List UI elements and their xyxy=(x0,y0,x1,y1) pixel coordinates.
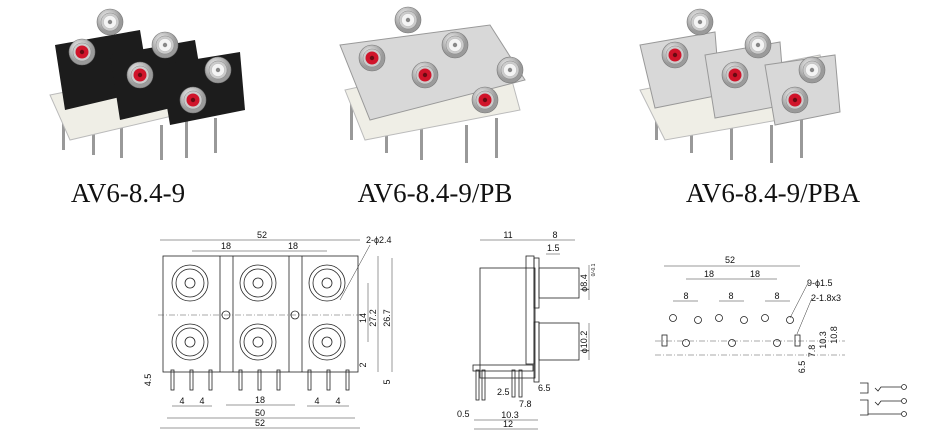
dim-front-width-top: 52 xyxy=(257,230,267,240)
jack-schematic-symbol xyxy=(860,382,907,417)
side-view-drawing: 11 8 1.5 ϕ8.4 0/-0.1 ϕ10.2 2.5 6.5 7.8 0… xyxy=(457,230,597,430)
dim-fp-pin-pitch: 8 xyxy=(774,291,779,301)
dim-fp-pin-pitch: 8 xyxy=(728,291,733,301)
dim-fp-pitch-1: 18 xyxy=(704,269,714,279)
dim-side-d6: 12 xyxy=(503,419,513,429)
dim-fp-hole-callout: 9-ϕ1.5 xyxy=(807,278,833,288)
dim-front-hole-callout: 2-ϕ2.4 xyxy=(366,235,392,245)
pins xyxy=(62,110,217,160)
dim-side-flange: 1.5 xyxy=(547,243,560,253)
dim-front-pin-pitch: 4 xyxy=(199,396,204,406)
dim-front-pitch-2: 18 xyxy=(288,241,298,251)
dim-side-dia-bottom: ϕ10.2 xyxy=(579,331,589,354)
dim-side-d2: 6.5 xyxy=(538,383,551,393)
dim-front-pin-span: 50 xyxy=(255,408,265,418)
dim-side-dia-top: ϕ8.4 xyxy=(579,274,589,292)
dim-fp-h1: 10.3 xyxy=(818,331,828,349)
dim-side-protrusion: 8 xyxy=(552,230,557,240)
dim-fp-pin-pitch: 8 xyxy=(683,291,688,301)
dim-front-row-pitch: 14 xyxy=(358,313,368,323)
dim-front-pin-pitch: 4 xyxy=(179,396,184,406)
footprint-drawing: 52 18 18 8 8 8 9-ϕ1.5 2-1.8x3 10.3 10.8 … xyxy=(655,255,845,373)
product-photo-pba xyxy=(639,8,841,163)
front-view-drawing: 52 18 18 2-ϕ2.4 14 27.2 26.7 2 5 4.5 4 4… xyxy=(143,230,393,429)
dim-front-width-bottom: 52 xyxy=(255,418,265,428)
dim-side-d4: 0.5 xyxy=(457,409,470,419)
product-title-pba: AV6-8.4-9/PBA xyxy=(685,178,861,208)
dim-fp-h3: 7.8 xyxy=(807,345,817,358)
dim-side-dia-top-tol: 0/-0.1 xyxy=(591,263,597,276)
dim-side-d1: 2.5 xyxy=(497,387,510,397)
dim-front-pitch-1: 18 xyxy=(221,241,231,251)
dim-side-depth: 11 xyxy=(503,230,512,240)
dim-fp-pitch-2: 18 xyxy=(750,269,760,279)
dim-front-height-1: 27.2 xyxy=(368,309,378,327)
dim-fp-h4: 6.5 xyxy=(797,361,807,374)
product-title-pb: AV6-8.4-9/PB xyxy=(357,178,513,208)
dim-front-height-2: 26.7 xyxy=(382,309,392,327)
dim-front-pin-right: 5 xyxy=(382,379,392,384)
dim-front-offset: 2 xyxy=(358,362,368,367)
dim-front-center-pitch: 18 xyxy=(255,395,265,405)
dim-front-pin-left: 4.5 xyxy=(143,374,153,387)
product-title-black: AV6-8.4-9 xyxy=(70,178,186,208)
dim-front-pin-pitch: 4 xyxy=(314,396,319,406)
dim-side-d3: 7.8 xyxy=(519,399,532,409)
dim-side-d5: 10.3 xyxy=(501,410,519,420)
dim-fp-h2: 10.8 xyxy=(829,326,839,344)
dim-front-pin-pitch: 4 xyxy=(335,396,340,406)
dim-fp-width: 52 xyxy=(725,255,735,265)
product-photo-pb xyxy=(339,6,526,163)
product-photo-black xyxy=(49,8,245,160)
dim-fp-slot-callout: 2-1.8x3 xyxy=(811,293,841,303)
